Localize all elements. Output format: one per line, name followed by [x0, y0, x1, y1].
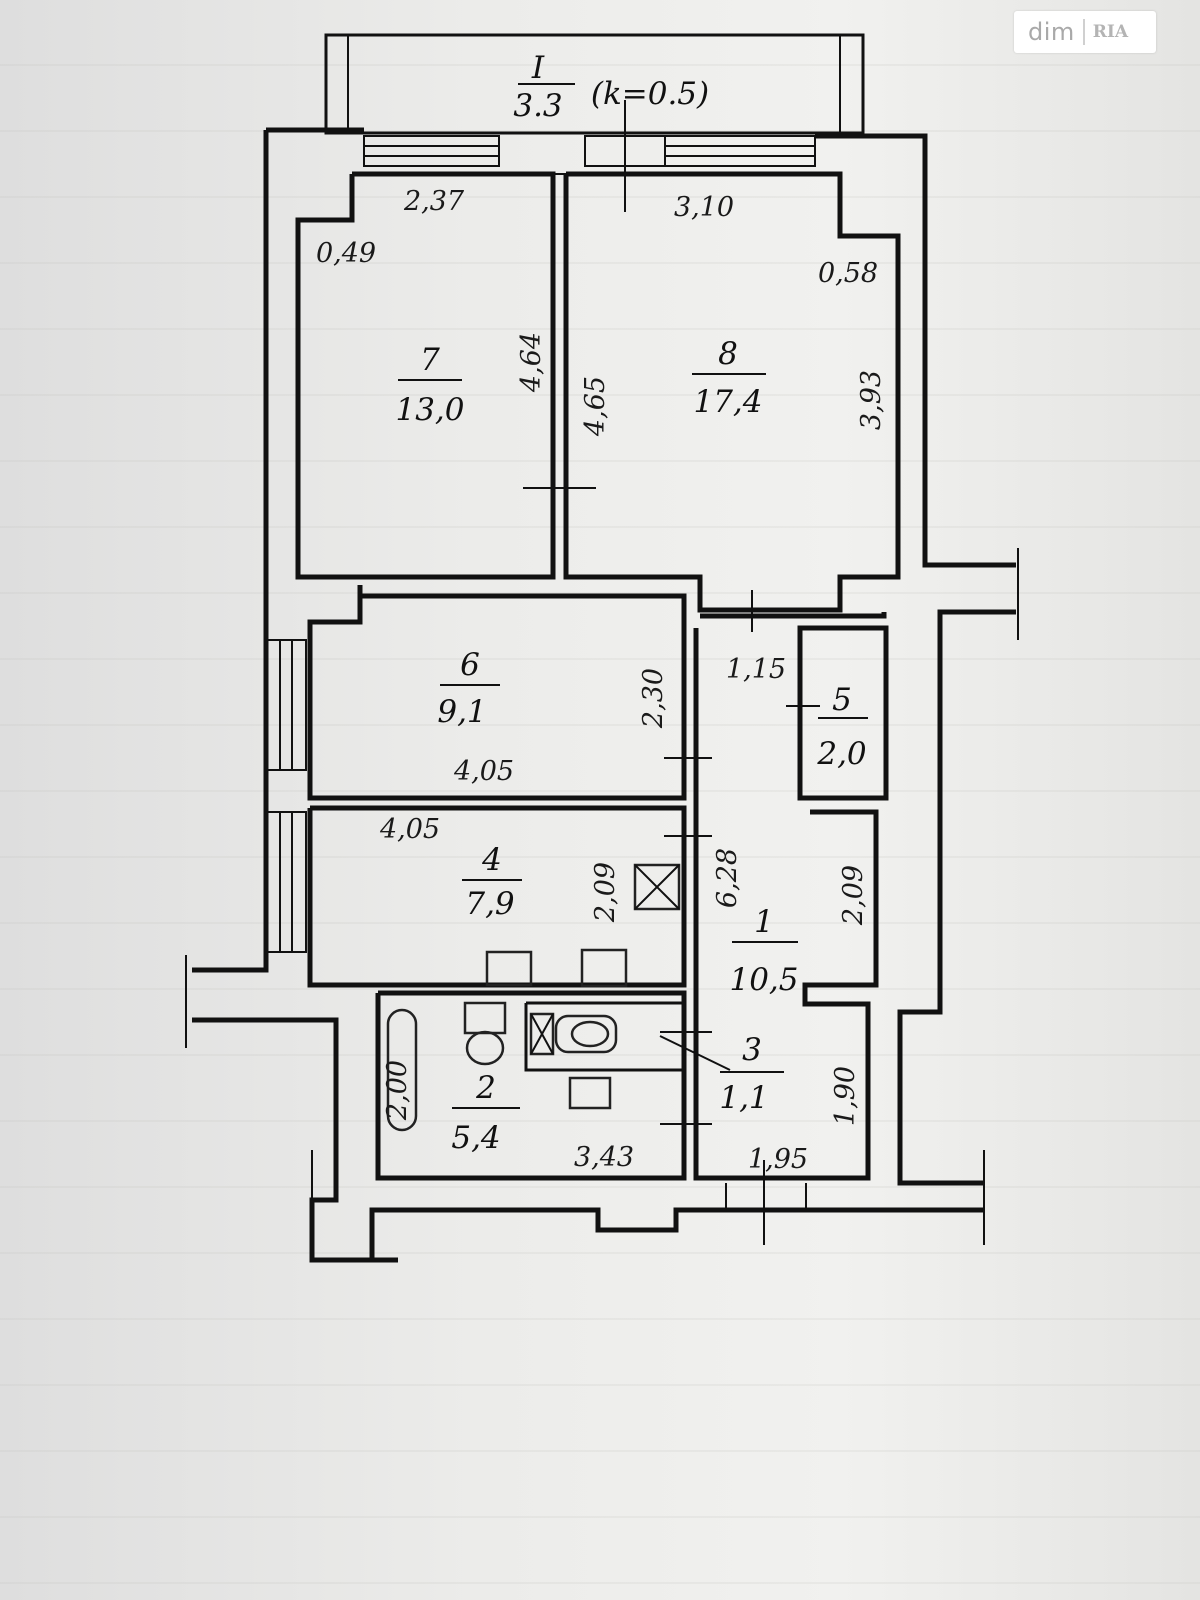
room-1-number: 1 — [754, 904, 774, 940]
dim-hall-lower-height: 1,90 — [830, 1066, 861, 1126]
watermark-dim-text: dim — [1028, 18, 1075, 46]
dim-hall-length: 6,28 — [712, 848, 743, 908]
balcony-number: I — [531, 50, 545, 86]
dim-hall-entry: 1,15 — [726, 654, 786, 685]
dim-r6-height: 2,30 — [638, 668, 669, 729]
bath-walls — [375, 990, 687, 1181]
dim-r7-depth: 4,64 — [516, 332, 547, 393]
room-6-walls — [307, 585, 687, 801]
room-4-walls — [307, 805, 687, 988]
watermark-separator — [1082, 19, 1085, 45]
room-5-number: 5 — [832, 682, 852, 718]
room-4-area: 7,9 — [465, 886, 514, 922]
room-1-area: 10,5 — [729, 962, 798, 998]
door-markers — [185, 548, 1019, 1245]
room-8-area: 17,4 — [693, 384, 762, 420]
dim-bath-width: 3,43 — [574, 1142, 634, 1173]
watermark-ria-logo: RIA — [1092, 22, 1129, 42]
dim-r4-height: 2,09 — [590, 862, 621, 923]
room-3-number: 3 — [742, 1032, 762, 1068]
dimria-watermark: dim RIA — [1014, 11, 1156, 53]
partition-7-8 — [523, 173, 596, 489]
room-4-number: 4 — [481, 842, 502, 878]
room-5-area: 2,0 — [816, 736, 866, 772]
fixtures — [386, 863, 681, 1132]
room-6-area: 9,1 — [437, 694, 486, 730]
room-8-number: 8 — [718, 336, 738, 372]
room-6-number: 6 — [460, 647, 480, 683]
room-7-number: 7 — [420, 342, 440, 378]
room-2-number: 2 — [475, 1070, 496, 1106]
room-2-area: 5,4 — [451, 1120, 500, 1156]
dim-r6-width: 4,05 — [453, 756, 514, 787]
dim-hall-lower-width: 1,95 — [748, 1144, 808, 1175]
balcony-coef: (k=0.5) — [591, 76, 709, 112]
dim-r7-top: 2,37 — [403, 186, 465, 217]
left-windows — [265, 639, 307, 953]
room-7-area: 13,0 — [395, 392, 464, 428]
hall-walls — [693, 612, 887, 1181]
balcony-area: 3.3 — [513, 88, 562, 124]
dimension-labels: 2,37 3,10 0,49 0,58 4,64 4,65 3,93 2,30 … — [316, 186, 887, 1175]
dim-r7-corner: 0,49 — [316, 238, 376, 269]
dim-r8-depth-left: 4,65 — [580, 376, 611, 437]
balcony — [324, 33, 865, 135]
room-8-walls — [563, 171, 901, 613]
dim-r8-top: 3,10 — [674, 192, 734, 223]
top-windows — [363, 100, 816, 212]
outer-walls — [192, 127, 1016, 1263]
dim-hall-height: 2,09 — [838, 865, 869, 926]
room-5-walls — [797, 625, 889, 801]
dim-bath-depth: 2,00 — [382, 1060, 413, 1121]
dim-r4-width: 4,05 — [379, 814, 440, 845]
room-labels: 7 13,0 8 17,4 6 9,1 5 2,0 4 7,9 1 10,5 3… — [395, 336, 868, 1156]
dim-r8-depth-right: 3,93 — [856, 370, 887, 430]
dim-r8-corner: 0,58 — [818, 258, 878, 289]
room-3-area: 1,1 — [719, 1080, 768, 1116]
balcony-label: I 3.3 (k=0.5) — [513, 50, 709, 124]
